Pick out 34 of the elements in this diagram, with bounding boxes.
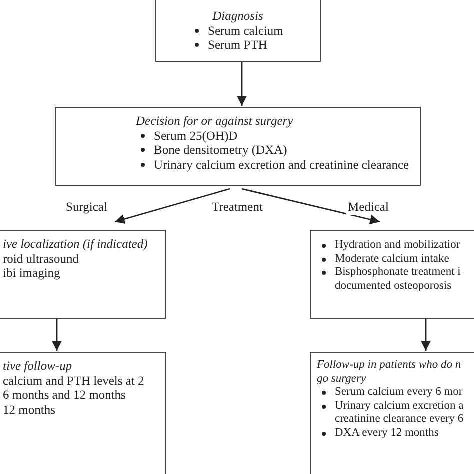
box-heading: Diagnosis (212, 9, 264, 24)
list-item: 6 months and 12 months (3, 388, 127, 402)
list-item: Serum calcium every 6 mor (335, 386, 463, 398)
process-box (0, 230, 166, 319)
list-item: Moderate calcium intake (335, 252, 450, 264)
list-item: Bone densitometry (DXA) (154, 143, 288, 157)
list-item: Serum PTH (208, 38, 268, 52)
list-item: Serum 25(OH)D (154, 128, 238, 142)
arrow (52, 319, 62, 351)
list-item: Urinary calcium excretion a creatinine clearance every 6 (335, 400, 464, 425)
list-item: calcium and PTH levels at 2 (3, 374, 146, 388)
arrow (114, 188, 230, 224)
box-heading: Follow-up in patients who do n go surgery (317, 359, 462, 386)
arrow (421, 319, 431, 351)
process-box (55, 107, 421, 186)
list-item: Bisphosphonate treatment i documented osteoporosis (335, 266, 461, 292)
process-box (155, 0, 321, 62)
arrow (237, 62, 247, 106)
box-heading: ive localization (if indicated) (3, 237, 149, 252)
process-box (310, 352, 474, 474)
box-heading: tive follow-up (3, 359, 74, 374)
box-heading: Decision for or against surgery (136, 114, 294, 128)
edge-label: Medical (346, 200, 391, 215)
list-item: Hydration and mobilizatior (335, 239, 460, 251)
list-item: Serum calcium (208, 24, 284, 38)
list-item: 12 months (3, 402, 56, 417)
arrow (242, 188, 380, 224)
list-item: Urinary calcium excretion and creatinine clearance (154, 158, 410, 172)
list-item: roid ultrasound (3, 252, 80, 266)
process-box (310, 230, 474, 319)
edge-label: Surgical (64, 200, 110, 215)
process-box (0, 352, 166, 474)
list-item: ibi imaging (3, 266, 62, 280)
list-item: DXA every 12 months (335, 426, 439, 438)
